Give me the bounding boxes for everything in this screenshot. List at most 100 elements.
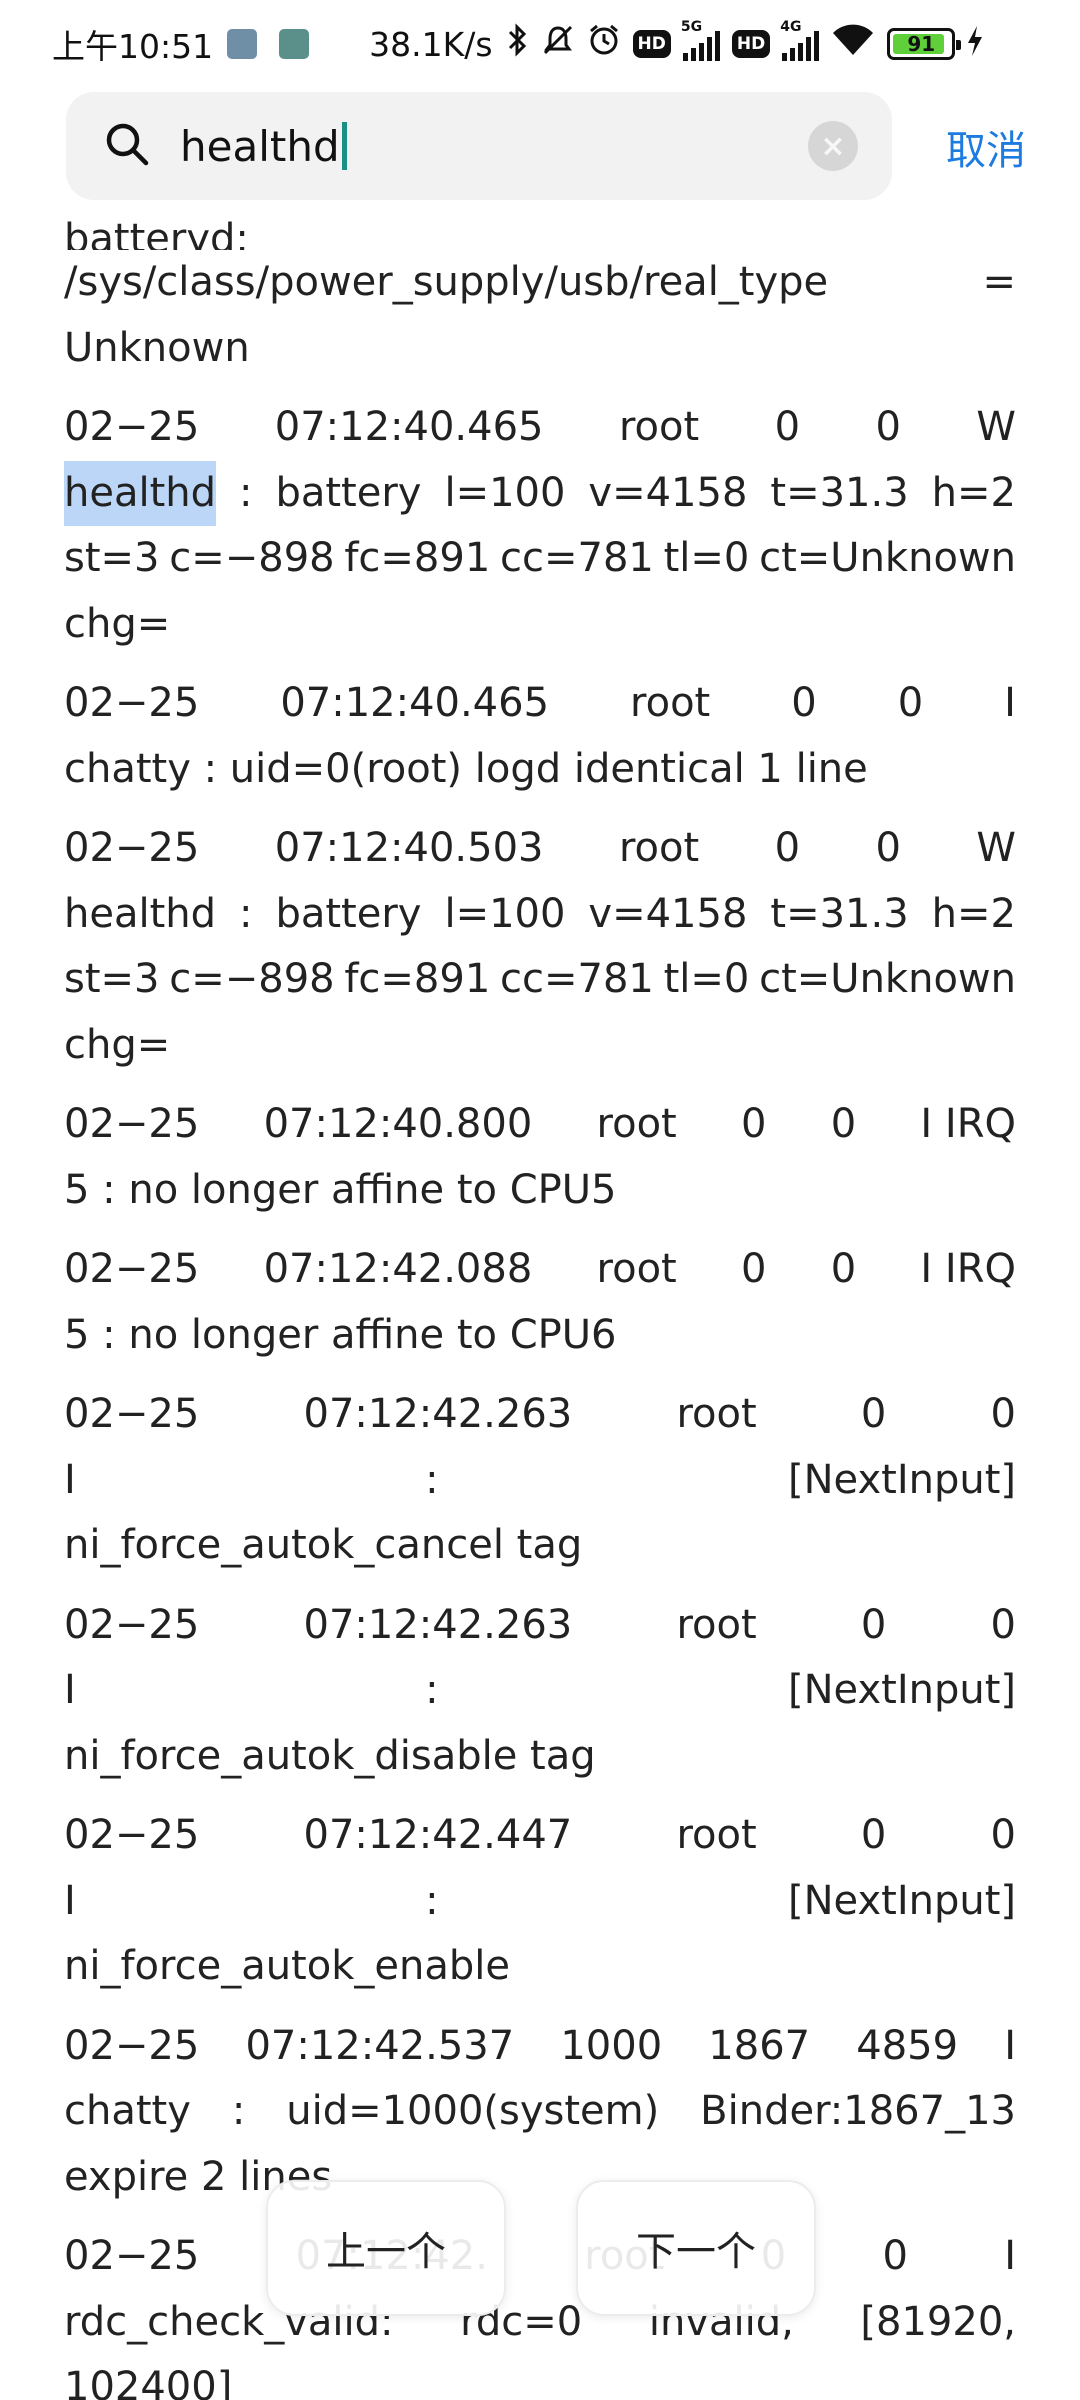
log-line: 5 : no longer affine to CPU6 <box>64 1303 1016 1369</box>
log-token: ct=Unknown <box>759 535 1016 581</box>
log-token: I <box>64 1456 76 1503</box>
hd-voice-badge-2: HD <box>731 30 771 58</box>
log-token: 0 <box>897 680 924 726</box>
log-token: ct=Unknown <box>759 956 1016 1002</box>
log-token: I IRQ <box>920 1101 1016 1147</box>
log-token: 0 <box>774 404 801 450</box>
log-line: ni_force_autok_disable tag <box>64 1724 1016 1790</box>
log-token: root <box>618 404 700 450</box>
log-token: 0 <box>990 1601 1016 1648</box>
log-token: tl=0 <box>663 535 750 581</box>
next-match-button[interactable]: 下一个 <box>576 2180 816 2316</box>
hd-voice-badge: HD <box>632 30 671 58</box>
log-token: root <box>596 1246 677 1292</box>
log-token: 07:12:42.088 <box>263 1246 533 1292</box>
log-token: [81920, <box>860 2298 1016 2345</box>
log-token: I <box>1004 2233 1016 2279</box>
log-token: 0 <box>860 1601 887 1648</box>
search-match-highlight: healthd <box>64 460 217 526</box>
log-token: 07:12:40.800 <box>263 1101 533 1147</box>
log-token: fc=891 <box>344 535 491 581</box>
log-token: 07:12:40.503 <box>274 825 544 871</box>
log-token: I <box>1004 680 1016 726</box>
log-token: 0 <box>860 1391 887 1437</box>
log-token: : <box>239 890 253 937</box>
cancel-button[interactable]: 取消 <box>946 128 1026 174</box>
log-token: v=4158 <box>588 469 748 516</box>
search-input[interactable]: healthd <box>180 122 347 171</box>
log-line: 102400] <box>64 2355 1016 2400</box>
log-token: st=3 <box>64 535 160 581</box>
log-token: healthd <box>64 890 217 937</box>
log-token: 07:12:42.263 <box>303 1601 573 1648</box>
log-token: 5 : no longer affine to CPU5 <box>64 1166 617 1213</box>
log-token: 102400] <box>64 2364 233 2400</box>
log-token: 07:12:42.263 <box>303 1391 573 1437</box>
log-token: Unknown <box>64 324 250 371</box>
log-token: st=3 <box>64 956 160 1002</box>
log-token: root <box>596 1101 677 1147</box>
clear-search-button[interactable]: × <box>808 121 858 171</box>
log-token: 02−25 <box>64 1601 200 1648</box>
log-token: [NextInput] <box>788 1877 1016 1924</box>
log-token: battery <box>275 890 422 937</box>
battery-level: 91 <box>907 32 936 56</box>
log-token: chatty <box>64 2088 191 2134</box>
log-token: 0 <box>875 404 901 450</box>
log-token: 0 <box>774 825 801 871</box>
log-token: 0 <box>882 2233 908 2279</box>
log-token: cc=781 <box>500 535 654 581</box>
log-token: cc=781 <box>500 956 654 1002</box>
search-bar: healthd × <box>66 92 892 200</box>
log-token: W <box>976 825 1016 871</box>
log-token: 07:12:42.537 <box>245 2022 515 2069</box>
log-token: 0 <box>830 1101 857 1147</box>
log-token: 1867 <box>708 2022 811 2069</box>
log-token: chg= <box>64 600 171 647</box>
log-token: 02−25 <box>64 680 200 726</box>
log-token: l=100 <box>444 469 566 516</box>
log-line: chg= <box>64 592 1016 658</box>
log-token: I <box>64 1667 76 1713</box>
log-token: : <box>239 469 253 516</box>
log-token: 0 <box>830 1246 857 1292</box>
log-token: l=100 <box>444 890 566 937</box>
notification-app-icon <box>227 29 258 59</box>
log-token: battery <box>275 469 422 516</box>
log-token: 4859 <box>856 2022 959 2069</box>
network-5g-label: 5G <box>680 19 703 35</box>
previous-match-button[interactable]: 上一个 <box>266 2180 506 2316</box>
log-token: root <box>630 680 711 726</box>
log-entry: 02−2507:12:42.root00Irdc_check_valid:rdc… <box>64 2224 1016 2400</box>
log-token: : <box>231 2088 246 2134</box>
log-token: h=2 <box>931 890 1016 937</box>
alarm-icon <box>587 23 621 65</box>
log-line: chg= <box>64 1013 1016 1079</box>
log-token: t=31.3 <box>770 469 909 516</box>
log-token: 0 <box>875 825 901 871</box>
log-token: 02−25 <box>64 825 200 871</box>
bluetooth-icon <box>507 23 529 65</box>
log-line: I:[NextInput] <box>64 1869 1016 1935</box>
signal-4g-icon: 4G <box>780 19 820 61</box>
log-token: 02−25 <box>64 404 200 450</box>
log-token: 1000 <box>560 2022 663 2069</box>
wifi-icon <box>831 23 875 65</box>
close-icon: × <box>820 128 846 164</box>
text-cursor <box>341 122 347 170</box>
log-token: t=31.3 <box>770 890 909 937</box>
